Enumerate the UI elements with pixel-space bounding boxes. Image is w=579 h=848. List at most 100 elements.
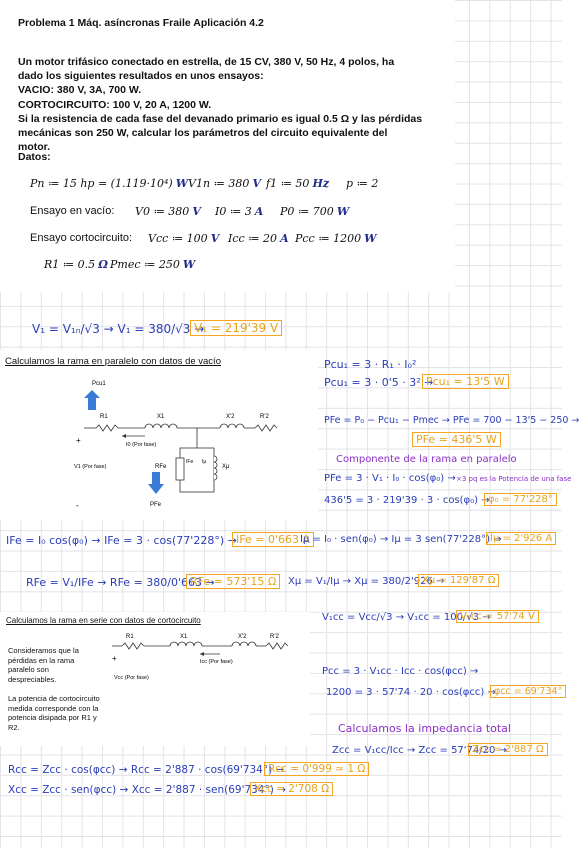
rcc-result: Rcc = 0'999 ≃ 1 Ω	[264, 762, 370, 776]
x2-inductor	[219, 423, 245, 429]
cc-vcc-label: Vcc (Por fase)	[114, 675, 149, 681]
pfe-eq: PFe = 3 · V₁ · I₀ · cos(φ₀) →	[324, 473, 456, 484]
problem-line: CORTOCIRCUITO: 100 V, 20 A, 1200 W.	[18, 98, 212, 111]
pcu-arrow	[84, 390, 100, 410]
datos-label: Datos:	[18, 151, 51, 163]
pfe-label: PFe	[150, 502, 162, 508]
v0-unit: V	[192, 205, 201, 218]
problem-line: dado los siguientes resultados en unos e…	[18, 70, 264, 83]
pmec-unit: W	[182, 258, 196, 271]
cc-circuit-diagram: R1 X1 X'2 R'2 Icc (Por fase) + Vcc (Por …	[112, 634, 289, 681]
xmu-result: Xμ = 129'87 Ω	[418, 574, 500, 587]
pfe-arrow	[148, 472, 164, 494]
rcc-eq: Rcc = Zcc · cos(φcc) → Rcc = 2'887 · cos…	[8, 764, 285, 776]
impedance-note: Calculamos la impedancia total	[338, 722, 511, 735]
zcc-eq: Zcc = V₁cc/Icc → Zcc = 57'74/20 →	[332, 745, 507, 756]
cc-note-line: R2.	[8, 722, 20, 732]
xmu-label: Xμ	[222, 464, 230, 470]
problem-line: mecánicas son 250 W, calcular los paráme…	[18, 127, 388, 140]
x1-label: X1	[157, 414, 165, 420]
i0-cell: I0 ≔ 3 A	[215, 205, 263, 218]
pfe-result: PFe = 436'5 W	[412, 432, 501, 447]
minus-sign: -	[76, 501, 79, 510]
p0-unit: W	[336, 205, 350, 218]
cc-note-line: potencia disipada por R1 y	[8, 713, 97, 723]
vacio-caption: Calculamos la rama en paralelo con datos…	[5, 356, 221, 367]
cc-label: Ensayo cortocircuito:	[30, 232, 133, 244]
v1cc-result: V₁cc = 57'74 V	[456, 610, 539, 623]
v1-label: V1 (Por fase)	[74, 464, 107, 470]
xcc-result: Xcc = 2'708 Ω	[250, 782, 334, 796]
phi-result: φ₀ = 77'228°	[484, 493, 557, 506]
v1-formula: V₁ = V₁ₙ/√3 → V₁ = 380/√3 →	[32, 322, 205, 336]
problem-panel: Problema 1 Máq. asíncronas Fraile Aplica…	[0, 0, 455, 292]
cc-r1-resistor	[121, 642, 145, 650]
component-note: Componente de la rama en paralelo	[336, 454, 517, 465]
r2-label: R'2	[260, 414, 269, 420]
pcc-value: Pcc ≔ 1200	[295, 232, 362, 245]
cc-x2-label: X'2	[238, 634, 247, 640]
cc-circuit-panel: Calculamos la rama en serie con datos de…	[0, 612, 310, 746]
x2-label: X'2	[226, 414, 235, 420]
poles-value: p ≔ 2	[346, 177, 379, 190]
i0-label: I0 (Por fase)	[126, 442, 156, 448]
v0-cell: V0 ≔ 380 V	[135, 205, 201, 218]
rfe-result: RFe = 573'15 Ω	[186, 574, 281, 589]
x1-inductor	[144, 423, 178, 429]
zcc-result: Zcc = 2'887 Ω	[468, 743, 548, 756]
icc-cell: Icc ≔ 20 A	[228, 232, 289, 245]
problem-line: Si la resistencia de cada fase del devan…	[18, 112, 423, 125]
ife-eq: IFe = I₀ cos(φ₀) → IFe = 3 · cos(77'228°…	[6, 534, 237, 547]
cc-note-line: pérdidas en la rama	[8, 655, 75, 665]
pn-unit: W	[175, 177, 189, 190]
cc-r2-resistor	[265, 642, 289, 650]
pcc-cell: Pcc ≔ 1200 W	[295, 232, 377, 245]
cc-r2-label: R'2	[270, 634, 279, 640]
r1-resistor	[95, 424, 119, 432]
v1n-cell: V1n ≔ 380 V	[188, 177, 261, 190]
v1-result-box: V₁ = 219'39 V	[190, 320, 283, 336]
i0-value: I0 ≔ 3	[215, 205, 252, 218]
vacio-circuit-panel: Calculamos la rama en paralelo con datos…	[0, 350, 318, 520]
pfe-formula: PFe = P₀ − Pcu₁ − Pmec → PFe = 700 − 13'…	[324, 415, 579, 426]
rfe-label: RFe	[155, 464, 167, 470]
pcc-result: φcc = 69'734°	[490, 685, 567, 698]
r1-label: R1	[100, 414, 108, 420]
rfe-resistor	[175, 457, 185, 481]
pcc-eq: Pcc = 3 · V₁cc · Icc · cos(φcc) →	[322, 666, 479, 677]
v1-result: V₁ = 219'39 V	[190, 320, 283, 336]
cc-r1-label: R1	[126, 634, 134, 640]
page-title: Problema 1 Máq. asíncronas Fraile Aplica…	[18, 17, 264, 29]
pcu-value: Pcu₁ = 3 · 0'5 · 3² →	[324, 376, 434, 389]
v1n-value: V1n ≔ 380	[188, 177, 250, 190]
r2-resistor	[254, 424, 278, 432]
phi-eq: 436'5 = 3 · 219'39 · 3 · cos(φ₀) →	[324, 495, 490, 506]
cc-x1-inductor	[169, 641, 203, 647]
r1-cell: R1 ≔ 0.5 Ω	[44, 258, 108, 271]
imu-result: Iμ = 2'926 A	[486, 532, 557, 545]
cc-icc-label: Icc (Por fase)	[200, 659, 233, 665]
pcc-value: 1200 = 3 · 57'74 · 20 · cos(φcc) →	[326, 687, 496, 698]
pcc-unit: W	[364, 232, 377, 245]
cc-caption: Calculamos la rama en serie con datos de…	[6, 616, 201, 625]
vcc-cell: Vcc ≔ 100 V	[148, 232, 219, 245]
r1-value: R1 ≔ 0.5	[44, 258, 96, 271]
f1-value: f1 ≔ 50	[266, 177, 310, 190]
pcu-label: Pcu1	[92, 381, 106, 387]
imu-eq: Iμ = I₀ · sen(φ₀) → Iμ = 3 sen(77'228°) …	[300, 534, 502, 545]
cc-notes: Consideramos que la pérdidas en la rama …	[8, 646, 100, 732]
vacio-label: Ensayo en vacío:	[30, 205, 115, 217]
i0-unit: A	[254, 205, 264, 218]
pfe-note: ×3 pq es la Potencia de una fase	[456, 475, 572, 483]
cc-x2-inductor	[231, 641, 257, 647]
problem-statement: Un motor trifásico conectado en estrella…	[18, 55, 422, 154]
vcc-unit: V	[210, 232, 220, 245]
problem-line: VACIO: 380 V, 3A, 700 W.	[18, 84, 142, 97]
v1n-unit: V	[252, 177, 261, 190]
cc-note-line: despreciables.	[8, 674, 57, 684]
rfe-eq: RFe = V₁/IFe → RFe = 380/0'663 →	[26, 576, 215, 589]
pcu-result: Pcu₁ = 13'5 W	[422, 374, 509, 389]
icc-value: Icc ≔ 20	[228, 232, 278, 245]
v1cc-eq: V₁cc = Vcc/√3 → V₁cc = 100/√3 →	[322, 612, 491, 623]
pmec-value: Pmec ≔ 250	[110, 258, 180, 271]
